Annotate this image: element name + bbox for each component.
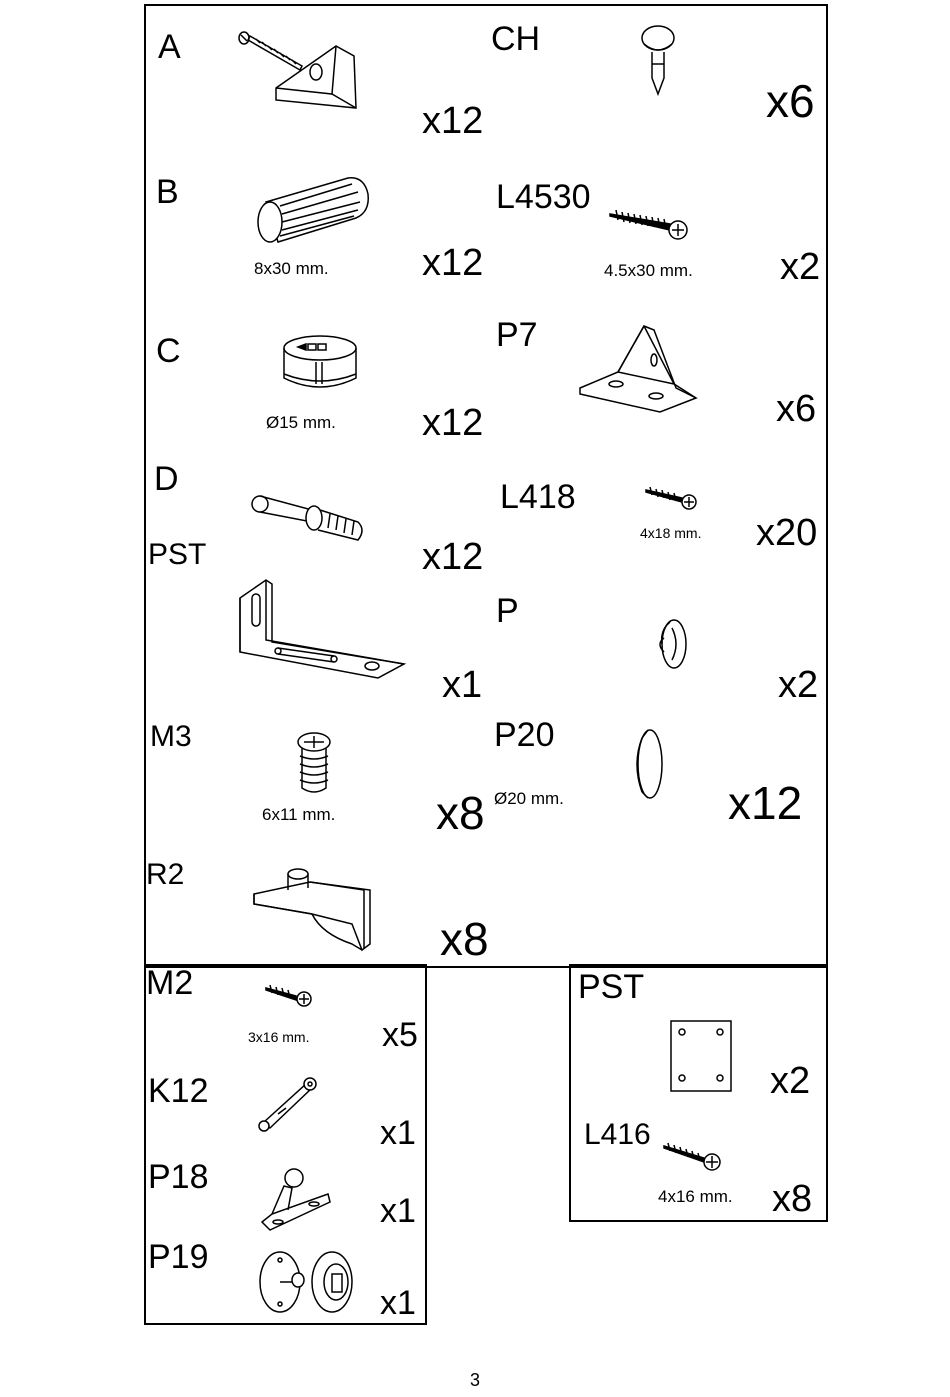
door-stay-icon (256, 1074, 320, 1134)
part-dim-l4530: 4.5x30 mm. (604, 262, 693, 279)
pin-nail-icon (638, 24, 678, 96)
screw-icon (644, 486, 700, 512)
part-qty-a: x12 (422, 102, 483, 140)
part-code-l418: L418 (500, 480, 576, 514)
cam-bolt-icon (250, 494, 366, 544)
part-code-l4530: L4530 (496, 180, 591, 214)
cap-icon (654, 616, 688, 670)
part-qty-p: x2 (778, 666, 818, 704)
screw-with-angle-block-icon (236, 28, 362, 112)
part-qty-pst-plate: x2 (770, 1062, 810, 1100)
long-screw-icon (608, 206, 694, 240)
wooden-dowel-icon (252, 172, 372, 248)
part-qty-p20: x12 (728, 780, 802, 826)
part-qty-r2: x8 (440, 916, 489, 962)
l-bracket-icon (238, 578, 408, 680)
part-qty-l4530: x2 (780, 248, 820, 286)
mounting-plate-icon (670, 1020, 732, 1092)
shelf-support-icon (252, 864, 376, 954)
part-qty-k12: x1 (380, 1116, 416, 1150)
part-dim-b: 8x30 mm. (254, 260, 329, 277)
part-qty-l418: x20 (756, 514, 817, 552)
part-dim-l418: 4x18 mm. (640, 526, 701, 540)
part-qty-m2: x5 (382, 1018, 418, 1052)
part-dim-m2: 3x16 mm. (248, 1030, 309, 1044)
part-qty-d: x12 (422, 538, 483, 576)
euro-screw-icon (294, 732, 334, 796)
part-code-pst: PST (148, 540, 206, 570)
part-qty-b: x12 (422, 244, 483, 282)
main-parts-frame (144, 4, 828, 968)
part-code-r2: R2 (146, 860, 184, 890)
part-code-p7: P7 (496, 318, 538, 352)
part-qty-m3: x8 (436, 790, 485, 836)
part-qty-pst: x1 (442, 666, 482, 704)
part-qty-p18: x1 (380, 1194, 416, 1228)
part-code-c: C (156, 334, 181, 368)
magnet-catch-plates-icon (256, 1248, 358, 1314)
cam-lock-icon (282, 334, 358, 396)
part-code-a: A (158, 30, 181, 64)
part-code-d: D (154, 462, 179, 496)
part-qty-p7: x6 (776, 390, 816, 428)
part-code-p20: P20 (494, 718, 555, 752)
part-code-p: P (496, 594, 519, 628)
part-code-p19: P19 (148, 1240, 209, 1274)
part-qty-p19: x1 (380, 1286, 416, 1320)
angle-bracket-icon (578, 322, 700, 414)
part-dim-l416: 4x16 mm. (658, 1188, 733, 1205)
part-code-p18: P18 (148, 1160, 209, 1194)
small-screw-icon (264, 984, 314, 1008)
part-qty-l416: x8 (772, 1180, 812, 1218)
part-code-k12: K12 (148, 1074, 209, 1108)
magnet-catch-bracket-icon (258, 1166, 334, 1234)
part-qty-c: x12 (422, 404, 483, 442)
part-code-l416: L416 (584, 1120, 651, 1150)
screw-icon (662, 1142, 722, 1176)
felt-pad-icon (630, 728, 664, 800)
part-dim-m3: 6x11 mm. (262, 806, 335, 823)
part-code-ch: CH (491, 22, 540, 56)
part-code-pst-plate: PST (578, 970, 644, 1004)
part-code-m2: M2 (146, 966, 193, 1000)
part-code-m3: M3 (150, 722, 192, 752)
part-dim-p20: Ø20 mm. (494, 790, 564, 807)
page-number: 3 (0, 1370, 950, 1391)
part-qty-ch: x6 (766, 78, 815, 124)
part-dim-c: Ø15 mm. (266, 414, 336, 431)
part-code-b: B (156, 175, 179, 209)
